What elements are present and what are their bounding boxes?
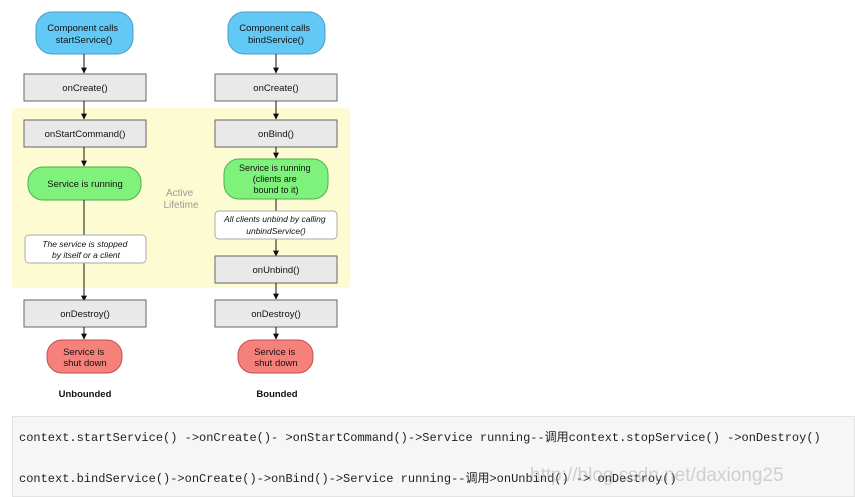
bounded-unbind-note [214,210,338,240]
bounded-onunbind-label: onUnbind() [253,265,300,276]
unbounded-running-label: Service is running [47,179,123,190]
unbounded-oncreate-box [23,73,147,102]
bounded-running-line2: (clients are [253,174,297,184]
code-line-bind-service: context.bindService()->onCreate()->onBin… [19,472,677,486]
bounded-onbind-box [214,119,338,148]
bounded-ondestroy-box [214,299,338,328]
unbounded-caption: Unbounded [59,389,112,400]
bounded-running-line3: bound to it) [253,185,298,195]
unbounded-start-line1: Component calls [47,23,118,34]
bounded-unbind-note-line2: unbindService() [246,226,306,236]
bounded-shutdown-line2: shut down [254,358,297,369]
bounded-shutdown-node [237,339,314,374]
svg-text:The service is stopped b: The service is stopped by itself or a cl… [42,239,129,260]
svg-text:Component calls bindServ: Component calls bindService() [239,23,312,46]
svg-text:Component calls startSer: Component calls startService() [47,23,120,46]
svg-text:Service is shut down: Service is shut down [63,347,107,369]
unbounded-column: Component calls startService() onCreate(… [23,11,147,400]
bounded-caption: Bounded [256,389,297,400]
unbounded-stopped-note [24,234,147,264]
bounded-ondestroy-label: onDestroy() [251,309,301,320]
unbounded-onstartcommand-label: onStartCommand() [45,129,126,140]
bounded-onbind-label: onBind() [258,129,294,140]
bounded-unbind-note-line1: All clients unbind by calling [223,214,326,224]
unbounded-ondestroy-box [23,299,147,328]
svg-text:Service is shut down: Service is shut down [254,347,298,369]
bounded-oncreate-label: onCreate() [253,83,298,94]
unbounded-ondestroy-label: onDestroy() [60,309,110,320]
unbounded-shutdown-node [46,339,123,374]
svg-text:All clients unbind by calling: All clients unbind by calling unbindServ… [223,214,328,236]
unbounded-shutdown-line2: shut down [63,358,106,369]
service-lifecycle-diagram: Active Lifetime Component calls startSer… [12,11,350,400]
bounded-running-line1: Service is running [239,163,311,173]
unbounded-oncreate-label: onCreate() [62,83,107,94]
bounded-oncreate-box [214,73,338,102]
unbounded-start-line2: startService() [56,35,112,46]
code-line-start-service: context.startService() ->onCreate()- >on… [19,431,821,445]
bounded-start-line1: Component calls [239,23,310,34]
bounded-column: Component calls bindService() onCreate()… [214,11,338,400]
svg-text:Service is running (clie: Service is running (clients are bound to… [239,163,313,195]
active-lifetime-label: Active Lifetime [163,188,198,211]
unbounded-shutdown-line1: Service is [63,347,104,358]
unbounded-stopped-note-line1: The service is stopped [42,239,127,249]
watermark: http://blog.csdn.net/daxiong25 [530,465,784,486]
code-block: context.startService() ->onCreate()- >on… [12,416,855,497]
bounded-shutdown-line1: Service is [254,347,295,358]
bounded-start-line2: bindService() [248,35,304,46]
unbounded-stopped-note-line2: by itself or a client [52,250,121,260]
unbounded-onstartcommand-box [23,119,147,148]
